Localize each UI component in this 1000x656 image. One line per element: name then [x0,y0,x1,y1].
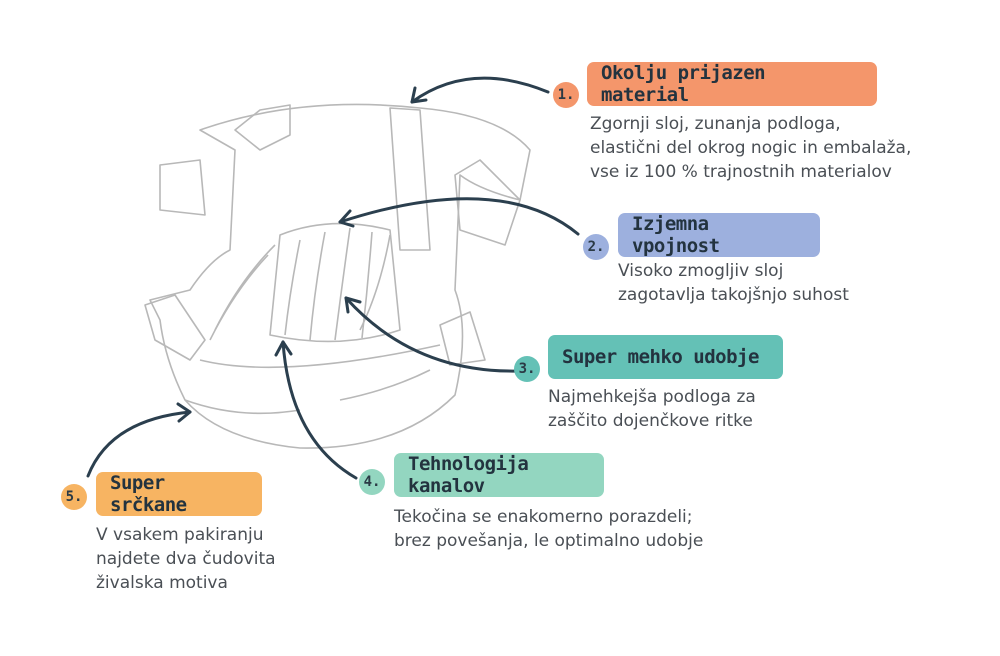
feature-1-title: Okolju prijazen material [587,62,877,106]
arrows [86,76,580,480]
desc-line: Najmehkejša podloga za [548,387,756,407]
feature-4-number: 4. [359,469,385,495]
feature-5-number: 5. [61,484,87,510]
feature-4-title: Tehnologija kanalov [394,453,604,497]
arrow-2 [338,197,580,236]
desc-line: zaščito dojenčkove ritke [548,411,753,431]
feature-1-description: Zgornji sloj, zunanja podloga, elastični… [590,112,911,184]
desc-line: Tekočina se enakomerno porazdeli; [394,507,693,527]
desc-line: Visoko zmogljiv sloj [618,261,784,281]
desc-line: elastični del okrog nogic in embalaža, [590,138,912,158]
feature-4-description: Tekočina se enakomerno porazdeli; brez p… [394,505,703,553]
desc-line: brez povešanja, le optimalno udobje [394,531,704,551]
diaper-sketch [144,103,531,449]
arrow-1 [410,76,550,104]
feature-2-number: 2. [583,234,609,260]
feature-5-description: V vsakem pakiranju najdete dva čudovita … [96,523,276,595]
feature-3-title: Super mehko udobje [548,335,783,379]
arrow-4 [281,340,358,480]
feature-1-number: 1. [553,82,579,108]
feature-2-description: Visoko zmogljiv sloj zagotavlja takojšnj… [618,259,849,307]
desc-line: vse iz 100 % trajnostnih materialov [590,162,892,182]
feature-2-title: Izjemna vpojnost [618,213,820,257]
feature-3-number: 3. [514,356,540,382]
desc-line: najdete dva čudovita [96,549,276,569]
desc-line: zagotavlja takojšnjo suhost [618,285,849,305]
feature-5-title: Super srčkane [96,472,262,516]
desc-line: V vsakem pakiranju [96,525,264,545]
desc-line: živalska motiva [96,573,228,593]
arrow-5 [86,410,192,478]
desc-line: Zgornji sloj, zunanja podloga, [590,114,841,134]
feature-3-description: Najmehkejša podloga za zaščito dojenčkov… [548,385,756,433]
arrow-3 [344,296,540,373]
